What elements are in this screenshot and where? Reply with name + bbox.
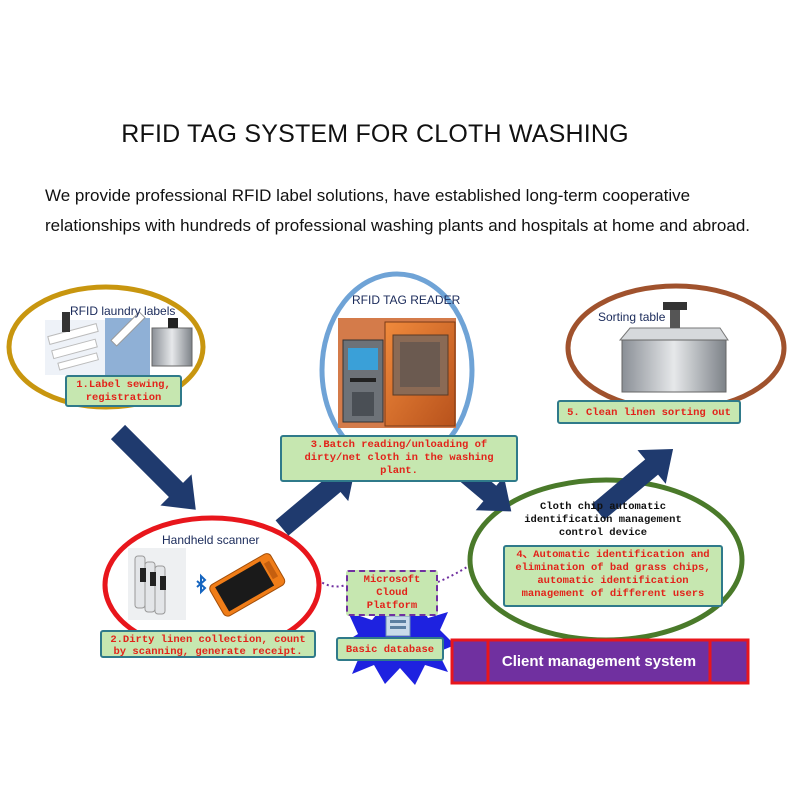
- arrow-labels-to-scanner: [110, 424, 196, 510]
- handheld-scanner-image: [128, 548, 186, 620]
- step-1-box: 1.Label sewing, registration: [65, 375, 182, 407]
- page-title: RFID TAG SYSTEM FOR CLOTH WASHING: [121, 120, 629, 148]
- sorting-heading: Sorting table: [598, 310, 666, 324]
- device-heading-line-2: identification management: [524, 514, 682, 526]
- intro-line-2: relationships with hundreds of professio…: [45, 216, 751, 235]
- device-heading: Cloth chip automatic identification mana…: [508, 501, 698, 540]
- step-5-box: 5. Clean linen sorting out: [557, 400, 741, 424]
- device-heading-line-1: Cloth chip automatic: [539, 501, 667, 513]
- labels-heading: RFID laundry labels: [70, 304, 176, 318]
- scanner-heading: Handheld scanner: [162, 533, 260, 547]
- step-3-box: 3.Batch reading/unloading of dirty/net c…: [280, 435, 518, 482]
- arrow-scanner-to-reader: [275, 466, 356, 536]
- reader-heading: RFID TAG READER: [352, 293, 461, 307]
- server-image: [385, 615, 411, 637]
- pos-terminal-image: [209, 553, 286, 617]
- tunnel-reader-image: [338, 318, 456, 428]
- cloud-platform-box: Microsoft Cloud Platform: [346, 570, 438, 616]
- bluetooth-icon: [196, 573, 207, 595]
- client-system-label: Client management system: [501, 653, 697, 670]
- client-system-bar: [450, 638, 750, 685]
- kiosk-image: [151, 318, 193, 367]
- step-2-box: 2.Dirty linen collection, count by scann…: [100, 630, 316, 658]
- step-4-box: 4、Automatic identification and eliminati…: [503, 545, 723, 607]
- device-heading-line-3: control device: [558, 527, 648, 539]
- arrow-device-to-sorting: [591, 449, 674, 520]
- rfid-label-image: [45, 311, 150, 376]
- intro-line-1: We provide professional RFID label solut…: [45, 186, 691, 205]
- basic-database-box: Basic database: [336, 637, 444, 661]
- sorting-table-image: [618, 302, 729, 393]
